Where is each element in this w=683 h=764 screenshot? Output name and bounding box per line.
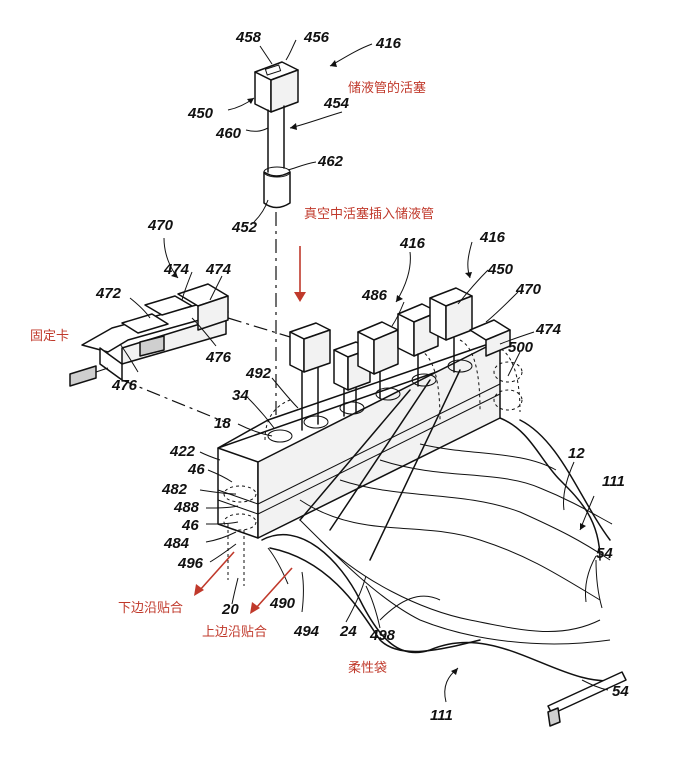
- label-496: 496: [177, 555, 204, 572]
- label-12: 12: [568, 445, 585, 462]
- label-498: 498: [369, 627, 396, 644]
- annotation-plunger: 储液管的活塞: [348, 80, 426, 96]
- label-18: 18: [214, 415, 231, 432]
- reservoir-block: [217, 339, 523, 586]
- label-416-top: 416: [375, 35, 402, 52]
- label-111-right: 111: [602, 473, 625, 490]
- label-462: 462: [317, 153, 344, 170]
- leader-arrows: [119, 39, 609, 703]
- annotation-clip: 固定卡: [30, 329, 69, 344]
- label-482: 482: [161, 481, 188, 498]
- label-484: 484: [163, 535, 190, 552]
- label-460: 460: [215, 125, 242, 142]
- label-111-bottom: 111: [430, 707, 453, 724]
- label-416-right: 416: [479, 229, 506, 246]
- chinese-annotations: 储液管的活塞 真空中活塞插入储液管 固定卡 下边沿贴合 上边沿贴合 柔性袋: [30, 80, 434, 676]
- label-474-right: 474: [535, 321, 562, 338]
- annotation-lower-edge: 下边沿贴合: [118, 601, 183, 616]
- clip: [69, 283, 301, 423]
- label-24: 24: [339, 623, 357, 640]
- label-486: 486: [361, 287, 388, 304]
- reference-numerals: 458 456 416 450 454 460 462 452 470 474 …: [95, 29, 629, 724]
- label-34: 34: [232, 387, 249, 404]
- label-476-a: 476: [205, 349, 232, 366]
- label-470-right: 470: [515, 281, 542, 298]
- label-54-a: 54: [596, 545, 613, 562]
- red-arrows: [194, 246, 306, 614]
- label-488: 488: [173, 499, 200, 516]
- annotation-vacuum-insert: 真空中活塞插入储液管: [304, 206, 434, 222]
- label-456: 456: [303, 29, 330, 46]
- label-476-b: 476: [111, 377, 138, 394]
- label-494: 494: [293, 623, 320, 640]
- plunger-assembly: [254, 61, 299, 420]
- label-416-mid: 416: [399, 235, 426, 252]
- label-46-a: 46: [187, 461, 205, 478]
- label-492: 492: [245, 365, 272, 382]
- label-474-a: 474: [163, 261, 190, 278]
- label-458: 458: [235, 29, 262, 46]
- annotation-bag: 柔性袋: [348, 661, 387, 676]
- label-46-b: 46: [181, 517, 199, 534]
- label-454: 454: [323, 95, 350, 112]
- label-470-left: 470: [147, 217, 174, 234]
- label-490: 490: [269, 595, 296, 612]
- annotation-upper-edge: 上边沿贴合: [202, 625, 267, 640]
- label-474-b: 474: [205, 261, 232, 278]
- label-450-top: 450: [187, 105, 214, 122]
- label-452: 452: [231, 219, 258, 236]
- label-54-b: 54: [612, 683, 629, 700]
- flexible-bag: [261, 369, 627, 727]
- label-500: 500: [508, 339, 534, 356]
- label-450-right: 450: [487, 261, 514, 278]
- label-422: 422: [169, 443, 196, 460]
- inserted-plungers: [289, 287, 511, 431]
- label-20: 20: [221, 601, 239, 618]
- label-472: 472: [95, 285, 122, 302]
